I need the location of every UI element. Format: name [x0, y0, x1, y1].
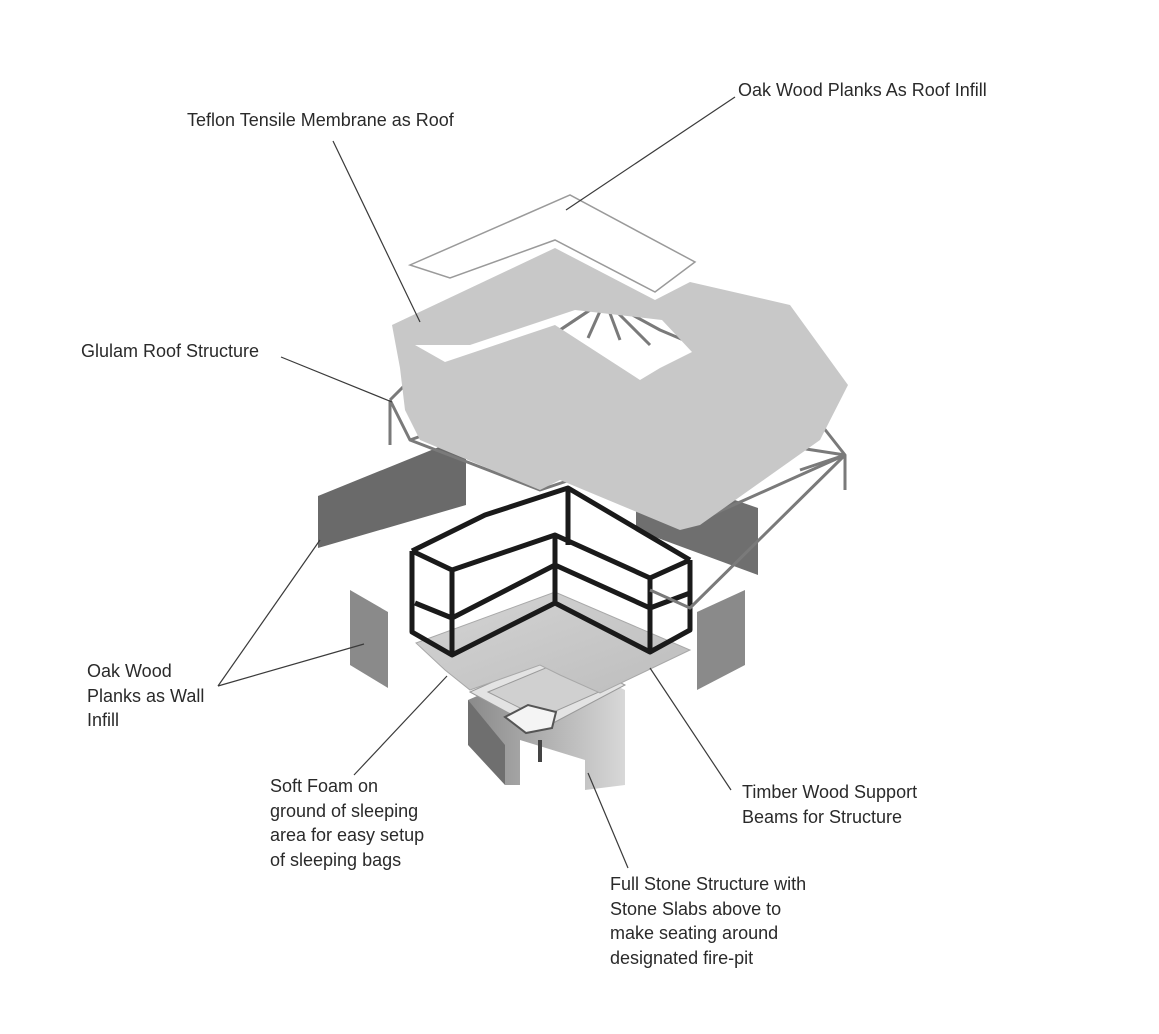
label-line: Infill	[87, 710, 120, 730]
leader-timber-beams	[649, 667, 732, 791]
label-line: Glulam Roof Structure	[81, 341, 260, 361]
label-line: Planks as Wall	[87, 685, 205, 706]
label-line: Soft Foam on	[270, 776, 379, 796]
label-line: Stone Slabs above to	[610, 898, 782, 919]
label-stone-structure: Full Stone Structure with Stone Slabs ab…	[610, 872, 806, 970]
label-glulam-structure: Glulam Roof Structure	[81, 339, 259, 364]
label-line: Timber Wood Support	[742, 782, 918, 802]
wall-panel-right	[697, 590, 745, 690]
label-line: Oak Wood	[87, 661, 172, 681]
wall-panel-back-left	[318, 436, 466, 548]
label-line: ground of sleeping	[270, 800, 419, 821]
label-oak-wall-infill: Oak Wood Planks as Wall Infill	[87, 659, 204, 733]
label-line: of sleeping bags	[270, 849, 402, 870]
soft-foam-floor	[415, 591, 692, 694]
label-oak-roof-infill: Oak Wood Planks As Roof Infill	[738, 78, 987, 103]
label-line: Teflon Tensile Membrane as Roof	[187, 110, 454, 130]
label-timber-beams: Timber Wood Support Beams for Structure	[742, 780, 917, 829]
timber-frame	[409, 485, 693, 658]
teflon-membrane-roof	[392, 248, 848, 530]
oak-roof-infill	[407, 194, 697, 293]
label-line: Beams for Structure	[742, 806, 903, 827]
leader-teflon-membrane	[332, 140, 421, 323]
leader-oak-wall-infill-b	[217, 643, 365, 687]
leader-soft-foam	[353, 675, 448, 776]
label-line: designated fire-pit	[610, 947, 754, 968]
label-soft-foam: Soft Foam on ground of sleeping area for…	[270, 774, 424, 872]
leader-oak-wall-infill-a	[217, 539, 321, 687]
leader-lines	[217, 96, 736, 869]
leader-stone-structure	[587, 772, 629, 869]
leader-oak-roof-infill	[565, 96, 736, 211]
label-teflon-membrane: Teflon Tensile Membrane as Roof	[187, 108, 454, 133]
label-line: Full Stone Structure with	[610, 874, 807, 894]
label-line: area for easy setup	[270, 825, 425, 845]
leader-glulam-structure	[280, 356, 393, 403]
wall-panel-left	[350, 590, 388, 688]
label-line: Oak Wood Planks As Roof Infill	[738, 80, 987, 100]
label-line: make seating around	[610, 923, 779, 943]
